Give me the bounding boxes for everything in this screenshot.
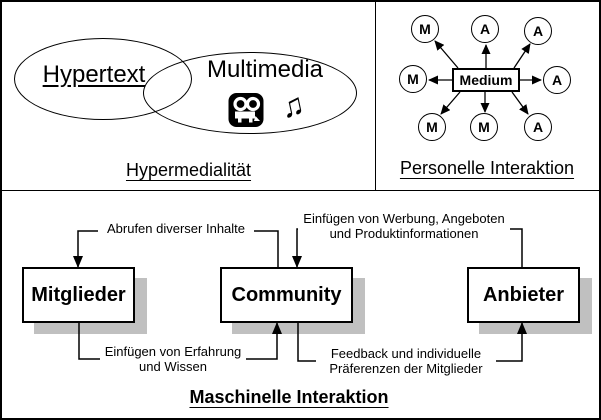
multimedia-label: Multimedia bbox=[206, 56, 324, 83]
personelle-title: Personelle Interaktion bbox=[399, 158, 575, 178]
flow-label-erfahrung-line2: und Wissen bbox=[139, 359, 207, 374]
medium-box: Medium bbox=[452, 68, 520, 92]
node-m-bottom-left: M bbox=[418, 113, 446, 141]
flow-label-abrufen-line1: Abrufen diverser Inhalte bbox=[106, 221, 246, 236]
hypermedia-title: Hypermedialität bbox=[125, 160, 252, 180]
flow-label-werbung-line2: und Produktinformationen bbox=[329, 226, 479, 241]
node-m-bottom: M bbox=[470, 113, 498, 141]
mitglieder-box: Mitglieder bbox=[22, 267, 135, 323]
flow-label-erfahrung: Einfügen von Erfahrung und Wissen bbox=[100, 344, 246, 374]
flow-label-erfahrung-line1: Einfügen von Erfahrung bbox=[104, 344, 242, 359]
hypertext-label: Hypertext bbox=[42, 61, 146, 88]
anbieter-box: Anbieter bbox=[467, 267, 580, 323]
node-a-top: A bbox=[471, 15, 499, 43]
flow-label-werbung-line1: Einfügen von Werbung, Angeboten bbox=[303, 211, 505, 226]
node-m-left: M bbox=[399, 65, 427, 93]
flow-label-abrufen: Abrufen diverser Inhalte bbox=[98, 221, 254, 236]
node-m-top-left: M bbox=[411, 15, 439, 43]
community-box: Community bbox=[220, 267, 353, 323]
flow-label-feedback: Feedback und individuelle Präferenzen de… bbox=[316, 346, 496, 376]
flow-label-werbung: Einfügen von Werbung, Angeboten und Prod… bbox=[298, 211, 510, 241]
movie-camera-icon bbox=[228, 93, 264, 127]
multimedia-ellipse bbox=[143, 52, 357, 134]
node-a-top-right: A bbox=[524, 17, 552, 45]
flow-label-feedback-line1: Feedback und individuelle bbox=[330, 346, 482, 361]
maschinelle-title: Maschinelle Interaktion bbox=[189, 387, 389, 407]
flow-label-feedback-line2: Präferenzen der Mitglieder bbox=[329, 361, 483, 376]
medium-radial-arrows bbox=[428, 40, 542, 115]
node-a-right: A bbox=[543, 66, 571, 94]
panel-divider-vertical bbox=[375, 2, 376, 191]
panel-divider-horizontal bbox=[2, 190, 599, 191]
node-a-bottom-right: A bbox=[524, 113, 552, 141]
flow-arrow-abrufen bbox=[73, 230, 279, 268]
